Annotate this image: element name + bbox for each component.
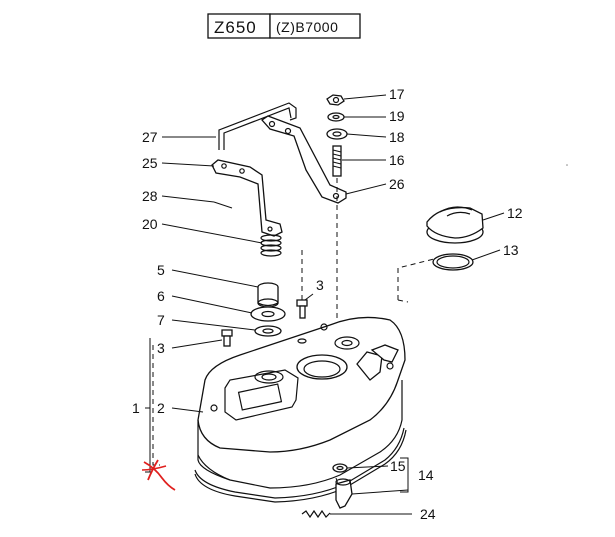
part-1-bracket bbox=[145, 338, 151, 473]
serial-label: (Z)B7000 bbox=[276, 19, 338, 35]
part-6-washer bbox=[250, 306, 286, 322]
callout-3-lower: 3 bbox=[157, 340, 165, 356]
callout-2: 2 bbox=[157, 400, 165, 416]
callout-20: 20 bbox=[142, 216, 158, 232]
callout-19: 19 bbox=[389, 108, 405, 124]
part-14-breather-fitting bbox=[335, 478, 353, 509]
part-15-washer bbox=[332, 463, 348, 473]
part-17-nut bbox=[326, 94, 345, 106]
callout-15: 15 bbox=[390, 458, 406, 474]
callout-1: 1 bbox=[132, 400, 140, 416]
part-28-pin bbox=[213, 201, 233, 209]
callout-27: 27 bbox=[142, 129, 158, 145]
callout-25: 25 bbox=[142, 155, 158, 171]
part-3-bolt-lower bbox=[221, 329, 233, 347]
model-label: Z650 bbox=[214, 18, 257, 37]
callout-6: 6 bbox=[157, 288, 165, 304]
callout-labels: 27 25 28 20 5 6 7 3 1 2 3 17 19 18 16 26… bbox=[132, 86, 523, 522]
part-7-seal bbox=[254, 325, 282, 337]
margin-dot bbox=[566, 164, 568, 166]
serial-box bbox=[269, 13, 361, 39]
model-box bbox=[207, 13, 271, 39]
part-16-stud bbox=[332, 145, 342, 177]
part-19-washer bbox=[327, 112, 345, 122]
callout-5: 5 bbox=[157, 262, 165, 278]
part-5-bushing bbox=[257, 282, 279, 308]
part-12-filler-cap bbox=[426, 206, 484, 244]
part-20-spring bbox=[260, 234, 282, 257]
callout-13: 13 bbox=[503, 242, 519, 258]
part-2-head-cover bbox=[194, 316, 407, 503]
callout-14: 14 bbox=[418, 467, 434, 483]
callout-18: 18 bbox=[389, 129, 405, 145]
callout-26: 26 bbox=[389, 176, 405, 192]
callout-24: 24 bbox=[420, 506, 436, 522]
callout-7: 7 bbox=[157, 312, 165, 328]
part-27-stay-rod bbox=[218, 102, 297, 150]
callout-12: 12 bbox=[507, 205, 523, 221]
leader-lines bbox=[161, 94, 505, 515]
part-25-bracket bbox=[211, 159, 283, 237]
part-3-bolt-upper bbox=[296, 299, 308, 319]
part-26-bracket bbox=[261, 115, 347, 204]
callout-28: 28 bbox=[142, 188, 158, 204]
part-13-gasket bbox=[432, 253, 474, 271]
part-18-washer bbox=[326, 128, 348, 140]
red-annotation-mark bbox=[141, 459, 176, 491]
callout-17: 17 bbox=[389, 86, 405, 102]
callout-3-upper: 3 bbox=[316, 277, 324, 293]
title-block: Z650 (Z)B7000 bbox=[207, 13, 361, 39]
callout-16: 16 bbox=[389, 152, 405, 168]
part-24-spring-clip bbox=[301, 509, 331, 519]
